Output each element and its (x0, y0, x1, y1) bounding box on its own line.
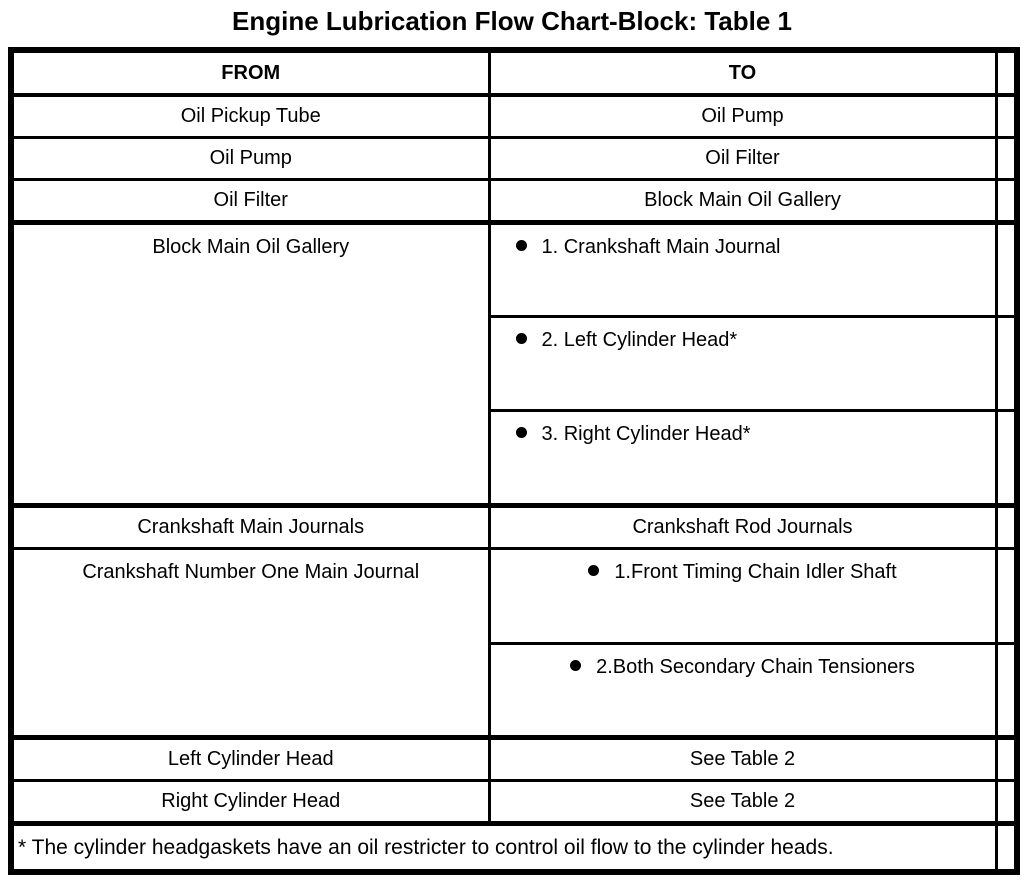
end-column-cell (994, 409, 1019, 508)
footnote-text: * The cylinder headgaskets have an oil r… (9, 821, 998, 874)
page-title: Engine Lubrication Flow Chart-Block: Tab… (231, 6, 792, 36)
bullet-item-label: 2.Both Secondary Chain Tensioners (596, 656, 915, 679)
table-row: Oil Pickup Tube Oil Pump (9, 93, 1019, 140)
bullet-item-label: 3. Right Cylinder Head* (541, 423, 751, 446)
column-header-from: FROM (9, 48, 491, 98)
from-cell: Crankshaft Main Journals (9, 503, 491, 551)
end-column-cell (994, 547, 1019, 646)
from-cell: Right Cylinder Head (9, 779, 491, 826)
end-column-cell (994, 93, 1019, 140)
end-column-cell (994, 48, 1019, 98)
table-row: Left Cylinder Head See Table 2 (9, 735, 1019, 783)
footnote-row: * The cylinder headgaskets have an oil r… (9, 821, 1019, 874)
table-row: Crankshaft Main Journals Crankshaft Rod … (9, 503, 1019, 551)
table-row: Right Cylinder Head See Table 2 (9, 779, 1019, 826)
to-cell: Crankshaft Rod Journals (487, 503, 998, 551)
bullet-item-label: 1. Crankshaft Main Journal (541, 236, 781, 259)
table-row: Block Main Oil Gallery 1. Crankshaft Mai… (9, 220, 1019, 508)
bullet-icon (588, 565, 600, 577)
to-cell: Oil Filter (487, 136, 998, 182)
to-cell: 3. Right Cylinder Head* (487, 409, 998, 508)
to-cell: Block Main Oil Gallery (487, 178, 998, 225)
document-page: Engine Lubrication Flow Chart-Block: Tab… (0, 6, 1024, 876)
end-column-cell (994, 735, 1019, 783)
end-column-cell (994, 779, 1019, 826)
bullet-icon (515, 240, 527, 252)
end-column-cell (994, 315, 1019, 413)
end-column-cell (994, 178, 1019, 225)
from-cell: Block Main Oil Gallery (9, 220, 491, 508)
from-cell: Oil Filter (9, 178, 491, 225)
bullet-item-label: 1.Front Timing Chain Idler Shaft (614, 561, 897, 584)
bullet-icon (515, 333, 527, 345)
to-cell: See Table 2 (487, 735, 998, 783)
table-row: 3. Right Cylinder Head* (11, 409, 1019, 508)
table-header-row: FROM TO (9, 48, 1019, 98)
to-cell: 2. Left Cylinder Head* (487, 315, 998, 413)
table-row: Oil Pump Oil Filter (9, 136, 1019, 182)
end-column-cell (994, 220, 1019, 319)
to-cell: Oil Pump (487, 93, 998, 140)
from-cell: Left Cylinder Head (9, 735, 491, 783)
bullet-icon (515, 427, 527, 439)
table-row: Oil Filter Block Main Oil Gallery (9, 178, 1019, 225)
table-row: 2. Left Cylinder Head* (11, 315, 1019, 413)
to-cell: 1.Front Timing Chain Idler Shaft (487, 547, 998, 646)
table-row: Crankshaft Number One Main Journal 1.Fro… (9, 547, 1019, 740)
bullet-item-label: 2. Left Cylinder Head* (541, 329, 738, 352)
to-cell: 2.Both Secondary Chain Tensioners (487, 642, 998, 740)
column-header-to: TO (487, 48, 998, 98)
end-column-cell (994, 821, 1019, 874)
from-cell: Crankshaft Number One Main Journal (9, 547, 491, 740)
to-cell: 1. Crankshaft Main Journal (487, 220, 998, 319)
end-column-cell (994, 642, 1019, 740)
lubrication-flow-table: FROM TO Oil Pickup Tube Oil Pump Oil Pum… (8, 47, 1020, 876)
from-cell: Oil Pickup Tube (9, 93, 491, 140)
to-cell: See Table 2 (487, 779, 998, 826)
table-row: 2.Both Secondary Chain Tensioners (11, 642, 1019, 740)
bullet-icon (570, 660, 582, 672)
end-column-cell (994, 503, 1019, 551)
from-cell: Oil Pump (9, 136, 491, 182)
end-column-cell (994, 136, 1019, 182)
